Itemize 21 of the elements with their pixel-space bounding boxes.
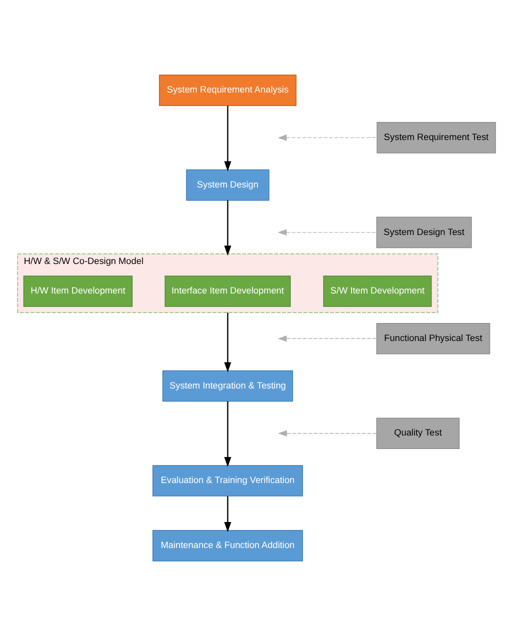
node-box: System Design xyxy=(186,169,270,201)
arrow xyxy=(224,401,232,468)
arrow xyxy=(278,229,377,236)
arrow xyxy=(224,496,232,532)
node-box: Interface Item Development xyxy=(164,276,291,307)
node-box: System Requirement Test xyxy=(376,122,496,154)
node-box: System Requirement Analysis xyxy=(158,74,296,106)
node-box: Functional Physical Test xyxy=(376,322,490,354)
node-box: System Integration & Testing xyxy=(162,370,294,402)
node-box: S/W Item Development xyxy=(323,276,432,307)
node-box: Evaluation & Training Verification xyxy=(152,465,303,496)
node-box: Maintenance & Function Addition xyxy=(152,530,303,562)
node-box: Quality Test xyxy=(376,418,460,450)
arrow xyxy=(224,312,232,372)
arrow xyxy=(278,430,378,437)
node-box: H/W Item Development xyxy=(23,276,133,307)
arrow xyxy=(278,134,378,141)
arrow xyxy=(224,106,232,172)
arrow xyxy=(224,200,232,256)
node-box: System Design Test xyxy=(376,216,472,248)
arrow xyxy=(278,335,377,342)
